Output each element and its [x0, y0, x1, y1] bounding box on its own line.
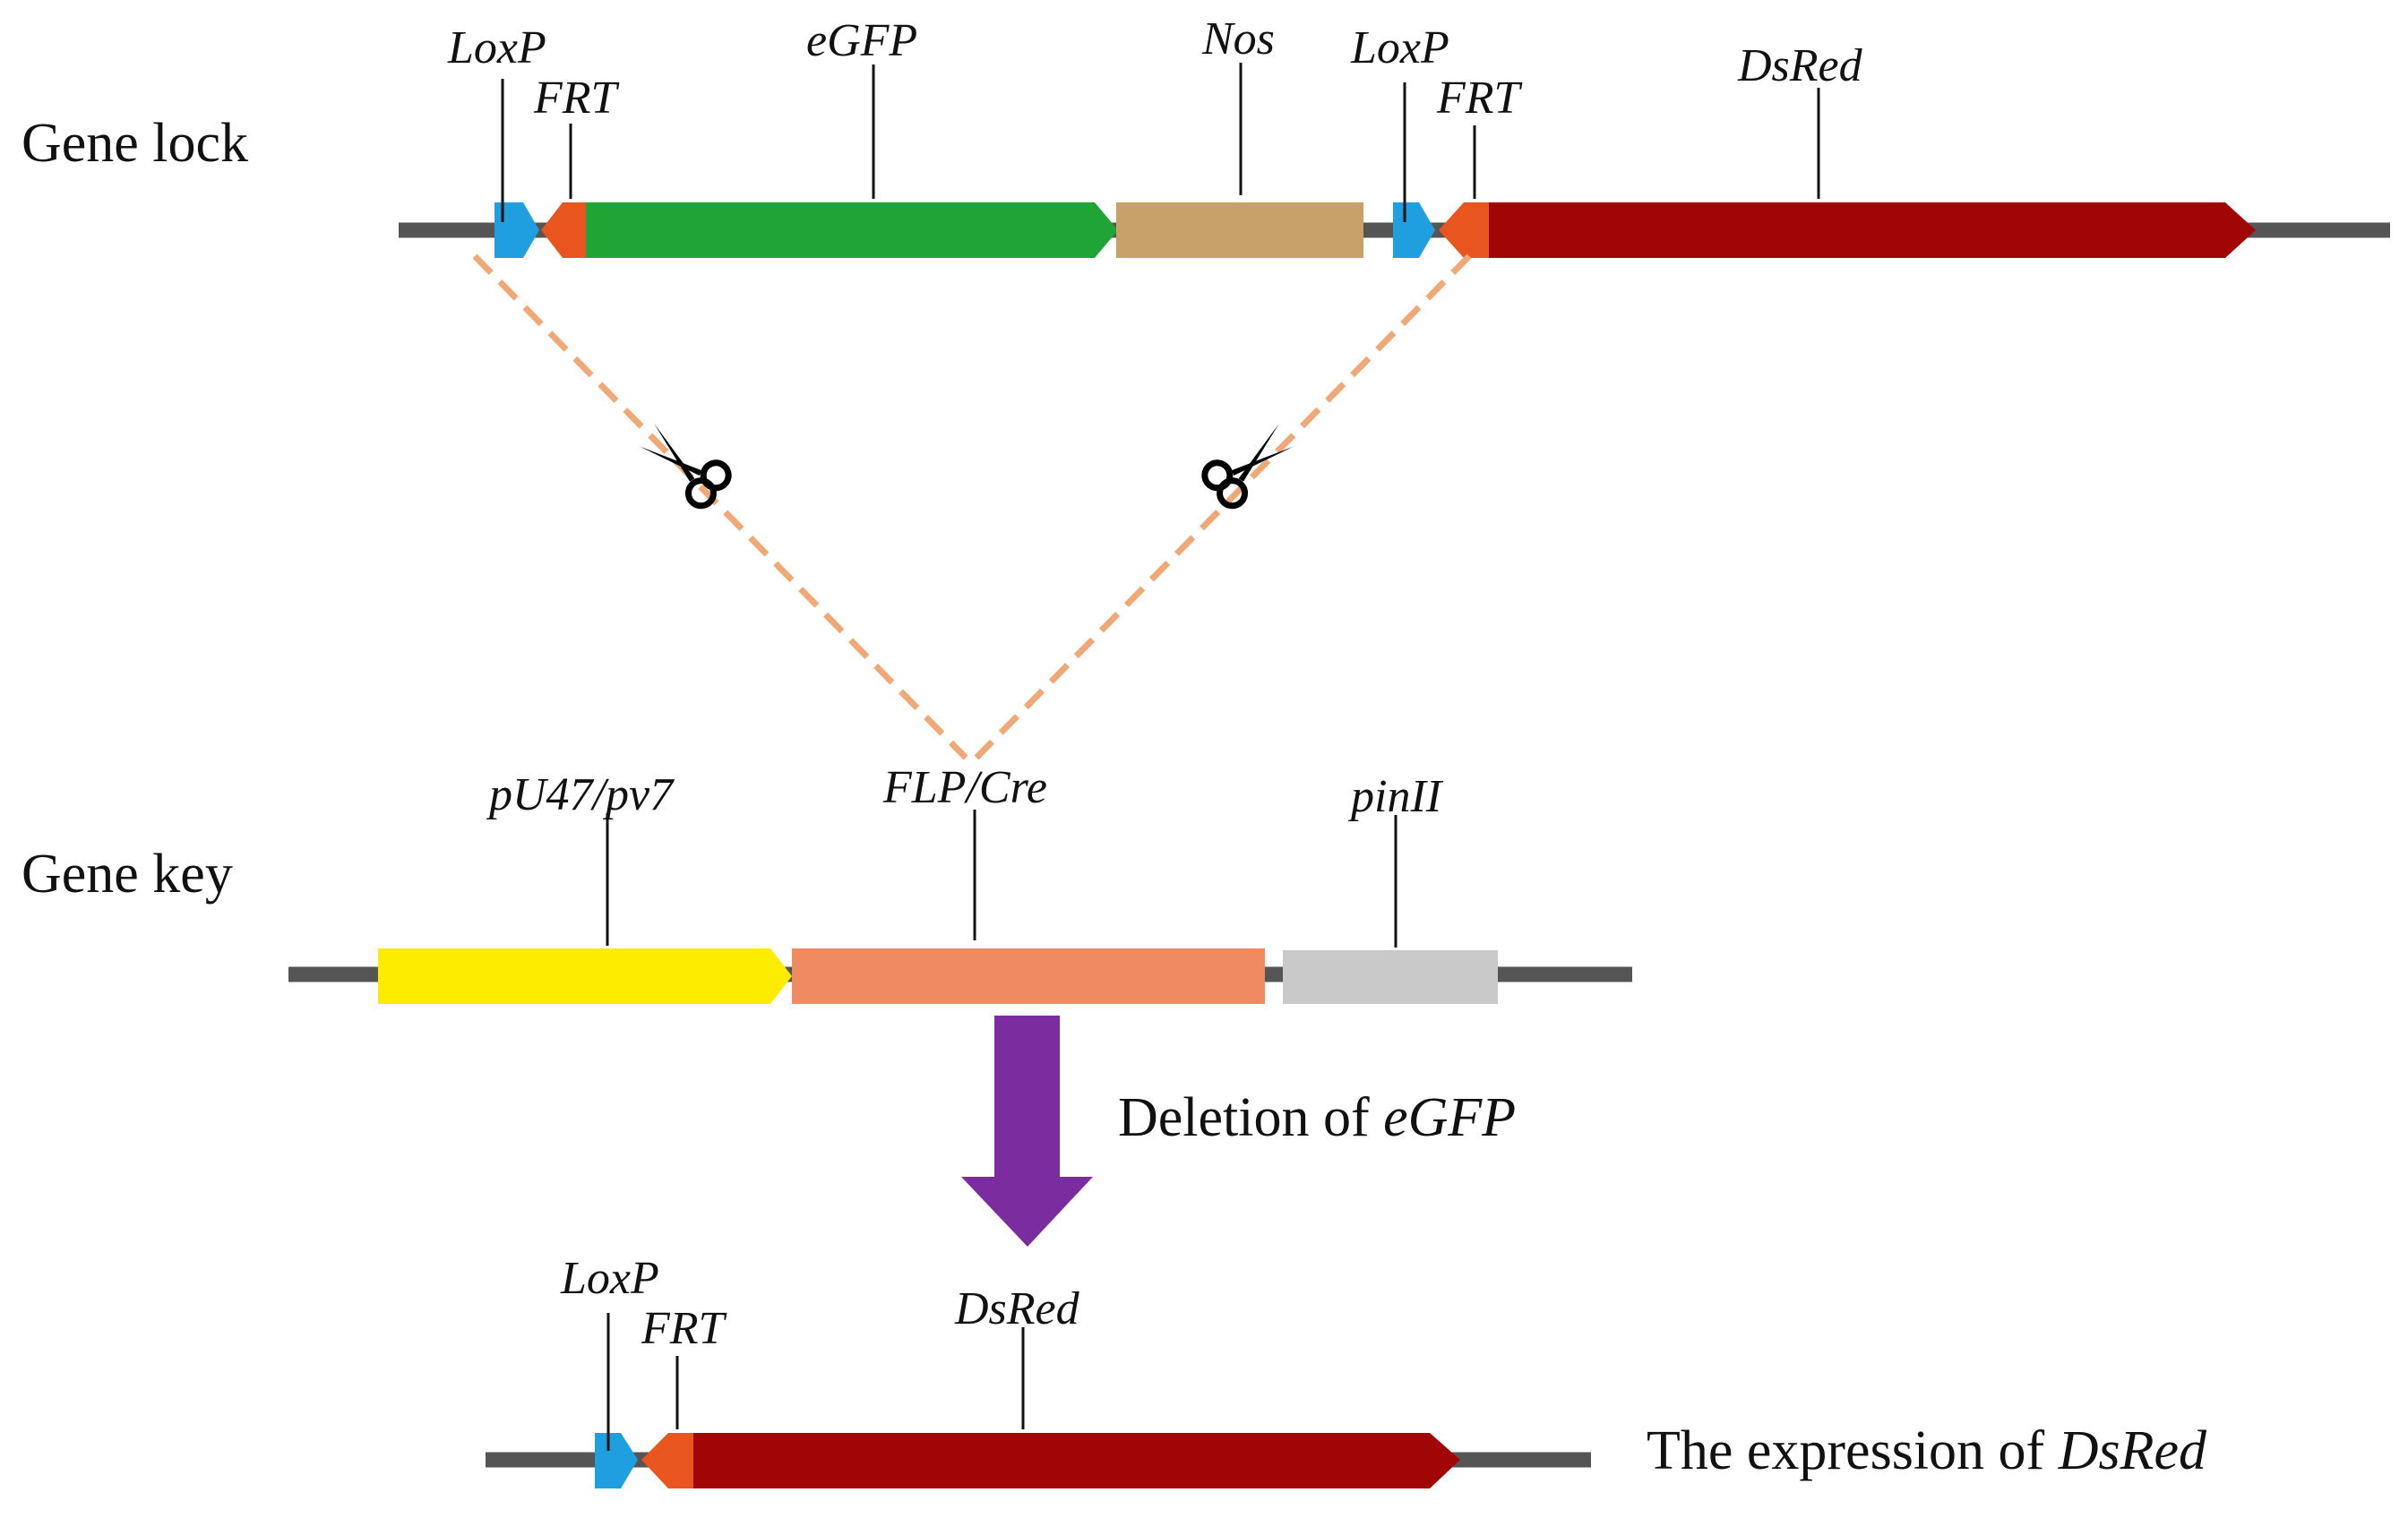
key-promoter-element: [378, 948, 792, 1004]
lock-nos-element: [1116, 202, 1363, 258]
scissors-icon: [1200, 414, 1302, 510]
gene-key-construct: pU47/pv7 FLP/Cre pinII Gene key: [22, 762, 1632, 1004]
result-dsred-element: [693, 1433, 1460, 1488]
expression-caption: The expression of DsRed: [1647, 1420, 2207, 1481]
result-frt-label: FRT: [641, 1303, 727, 1354]
down-arrow-icon: [961, 1016, 1093, 1247]
lock-loxp-2-label: LoxP: [1350, 22, 1449, 73]
lock-egfp-element: [586, 202, 1118, 258]
lock-dsred-element: [1489, 202, 2256, 258]
key-terminator-element: [1283, 950, 1498, 1004]
lock-egfp-label: eGFP: [806, 15, 917, 66]
lock-frt-1-element: [541, 202, 586, 258]
lock-dsred-label: DsRed: [1737, 40, 1863, 91]
lock-frt-2-element: [1439, 202, 1489, 258]
deletion-caption: Deletion of eGFP: [1118, 1087, 1516, 1148]
scissors-icon: [632, 414, 734, 510]
lock-loxp-1-label: LoxP: [447, 22, 546, 73]
result-frt-element: [641, 1433, 693, 1488]
cut-line-right: [974, 253, 1472, 760]
lock-nos-label: Nos: [1201, 13, 1275, 64]
lock-frt-1-label: FRT: [533, 73, 620, 124]
result-dsred-label: DsRed: [954, 1283, 1080, 1334]
lock-loxp-2-element: [1393, 202, 1435, 258]
key-recombinase-label: FLP/Cre: [882, 762, 1047, 813]
gene-lock-title: Gene lock: [22, 113, 248, 174]
result-loxp-label: LoxP: [560, 1253, 659, 1304]
key-recombinase-element: [792, 948, 1265, 1004]
lock-loxp-1-element: [494, 202, 539, 258]
result-construct: LoxP FRT DsRed The expression of DsRed: [486, 1253, 2207, 1488]
result-loxp-element: [595, 1433, 638, 1488]
gene-key-title: Gene key: [22, 844, 233, 905]
cut-line-left: [472, 253, 968, 760]
lock-frt-2-label: FRT: [1436, 73, 1523, 124]
gene-lock-construct: LoxP FRT eGFP Nos LoxP FRT DsRed Gene lo…: [22, 13, 2390, 258]
excision-guides: [472, 253, 1472, 760]
key-promoter-label: pU47/pv7: [486, 769, 675, 820]
key-terminator-label: pinII: [1347, 771, 1444, 822]
deletion-step: Deletion of eGFP: [961, 1016, 1516, 1247]
